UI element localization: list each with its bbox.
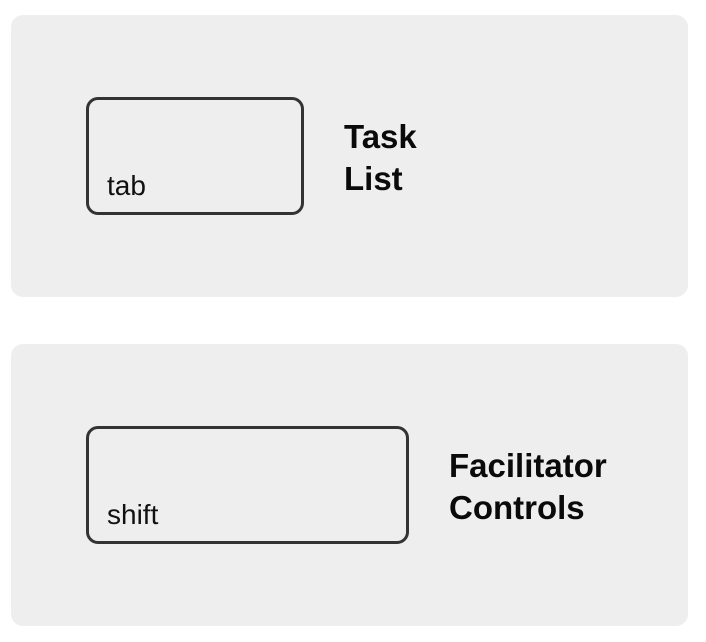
key-label: shift bbox=[107, 499, 159, 530]
keyboard-key-tab: tab bbox=[86, 97, 304, 215]
action-label-line: List bbox=[344, 160, 403, 197]
key-label: tab bbox=[107, 170, 146, 201]
action-label-line: Facilitator bbox=[449, 447, 607, 484]
keyboard-key-shift: shift bbox=[86, 426, 409, 544]
shortcut-card-task-list: tab Task List bbox=[11, 15, 688, 297]
action-label-line: Controls bbox=[449, 489, 585, 526]
shortcut-card-facilitator-controls: shift Facilitator Controls bbox=[11, 344, 688, 626]
shortcut-action-label: Facilitator Controls bbox=[449, 445, 607, 529]
action-label-line: Task bbox=[344, 118, 417, 155]
shortcut-action-label: Task List bbox=[344, 116, 417, 200]
